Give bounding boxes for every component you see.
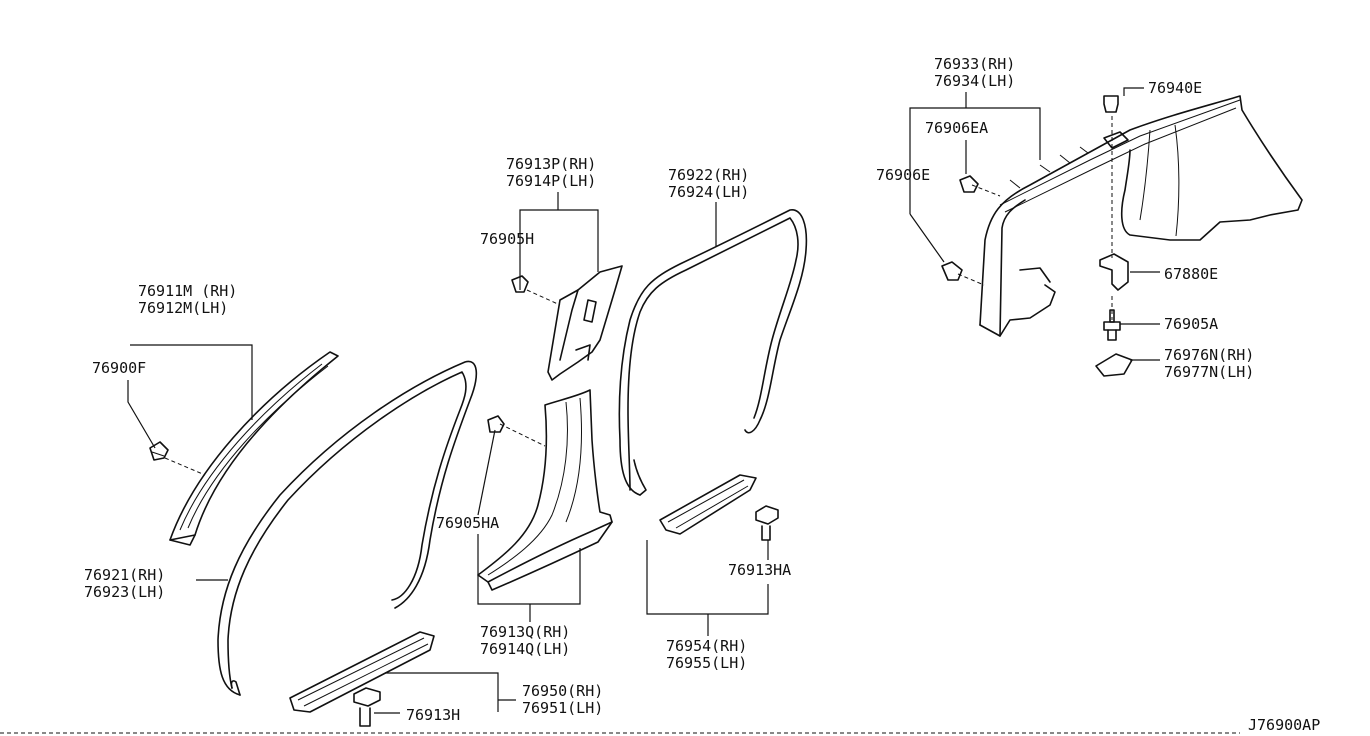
part-76954-kicking-plate (659, 474, 757, 535)
label-76913h: 76913H (406, 706, 460, 724)
label-76911m: 76911M (RH) (138, 282, 237, 300)
label-76906ea: 76906EA (925, 119, 988, 137)
clip-76905ha (487, 415, 505, 433)
clip-76913h (353, 687, 381, 727)
label-76922: 76922(RH) (668, 166, 749, 184)
leader-lines (127, 87, 1160, 714)
label-76933: 76933(RH) (934, 55, 1015, 73)
label-76940e: 76940E (1148, 79, 1202, 97)
diagram-id: J76900AP (1248, 716, 1320, 734)
label-76934: 76934(LH) (934, 72, 1015, 90)
label-76954: 76954(RH) (666, 637, 747, 655)
label-76950: 76950(RH) (522, 682, 603, 700)
label-76951: 76951(LH) (522, 699, 603, 717)
clip-76906ea (959, 175, 979, 193)
label-76924: 76924(LH) (668, 183, 749, 201)
label-76905ha: 76905HA (436, 514, 499, 532)
label-76912m: 76912M(LH) (138, 299, 228, 317)
clip-76940e (1103, 95, 1119, 113)
label-76913q: 76913Q(RH) (480, 623, 570, 641)
label-76955: 76955(LH) (666, 654, 747, 672)
part-76913p-upper-trim (547, 265, 623, 381)
bracket-67880e (1099, 253, 1129, 291)
part-76911m-pillar-garnish (169, 351, 339, 546)
label-76914q: 76914Q(LH) (480, 640, 570, 658)
seal-76976n (1095, 353, 1133, 377)
clip-76900f (149, 441, 169, 461)
label-76977n: 76977N(LH) (1164, 363, 1254, 381)
label-76913p: 76913P(RH) (506, 155, 596, 173)
part-76950-kicking-plate (289, 631, 435, 713)
screw-76905a (1103, 309, 1121, 341)
part-76921-weatherstrip (217, 360, 478, 696)
part-76933-side-finisher (979, 95, 1303, 337)
clip-76913ha (755, 505, 779, 541)
part-76922-weatherstrip (618, 209, 808, 496)
part-76913q-lower-trim (477, 389, 613, 591)
label-76905a: 76905A (1164, 315, 1218, 333)
label-76921: 76921(RH) (84, 566, 165, 584)
label-67880e: 67880E (1164, 265, 1218, 283)
clip-76906e (941, 261, 963, 281)
label-76906e: 76906E (876, 166, 930, 184)
label-76905h: 76905H (480, 230, 534, 248)
label-76900f: 76900F (92, 359, 146, 377)
clip-76905h (511, 275, 529, 293)
label-76923: 76923(LH) (84, 583, 165, 601)
label-76913ha: 76913HA (728, 561, 791, 579)
label-76914p: 76914P(LH) (506, 172, 596, 190)
label-76976n: 76976N(RH) (1164, 346, 1254, 364)
